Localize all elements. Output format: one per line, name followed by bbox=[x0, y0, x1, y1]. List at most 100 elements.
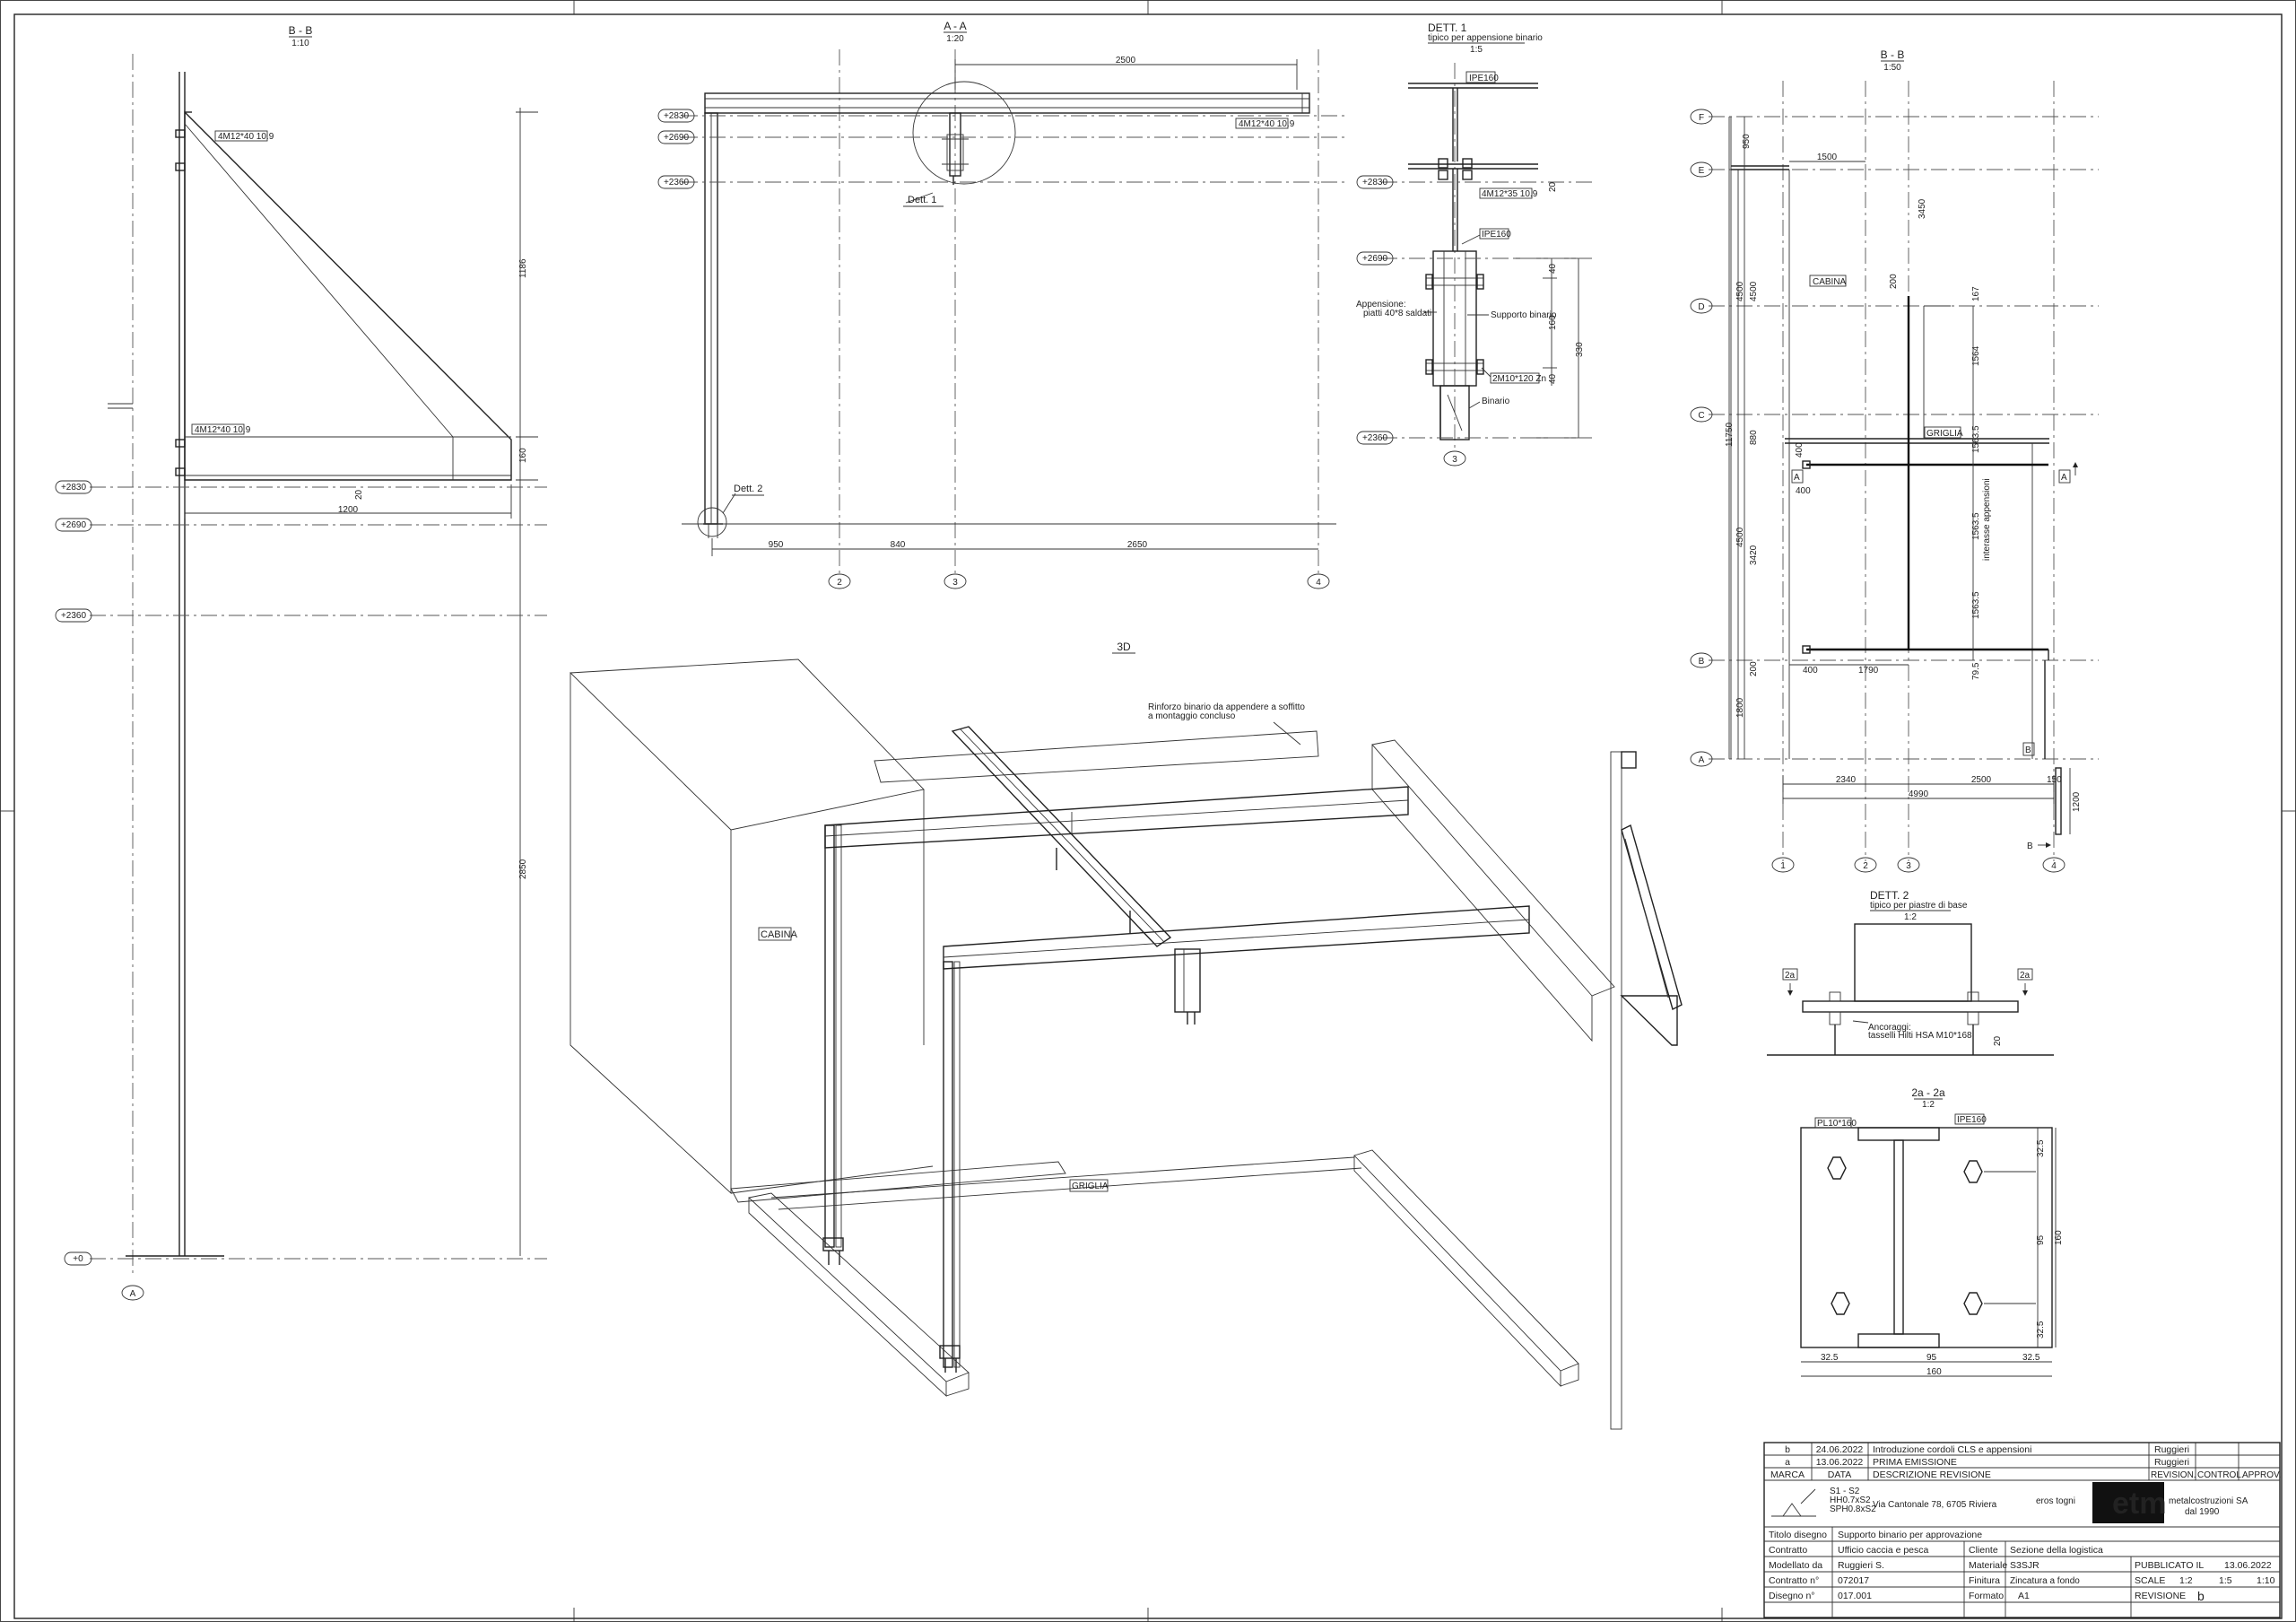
company-since: dal 1990 bbox=[2185, 1507, 2220, 1517]
dim-2500: 2500 bbox=[1971, 775, 1992, 785]
dim-160v: 160 bbox=[2054, 1230, 2064, 1245]
axis-E: E bbox=[1699, 166, 1705, 176]
bolt2-label: 2M10*120 Zn bbox=[1492, 374, 1546, 384]
svg-text:etm: etm bbox=[2112, 1487, 2166, 1521]
axis-1: 1 bbox=[1780, 861, 1786, 871]
bolt-label: 4M12*35 10.9 bbox=[1482, 189, 1538, 199]
level-2360: +2360 bbox=[1362, 433, 1388, 443]
axis-C: C bbox=[1698, 411, 1704, 421]
val-contratto-n: 072017 bbox=[1838, 1575, 1869, 1586]
val-titolo: Supporto binario per approvazione bbox=[1838, 1530, 1982, 1540]
dim-200b: 200 bbox=[1749, 661, 1759, 676]
level-2690: +2690 bbox=[664, 133, 690, 143]
dim-1200: 1200 bbox=[338, 505, 359, 515]
dim-20: 20 bbox=[1993, 1035, 2003, 1046]
anchor-bolts-top bbox=[175, 129, 186, 476]
dim-4500c: 4500 bbox=[1735, 527, 1745, 547]
view-title: DETT. 2 bbox=[1870, 889, 1909, 902]
dim-95v: 95 bbox=[2036, 1234, 2046, 1245]
weld-symbol: S1 - S2 HH0.7xS2 SPH0.8xS2 bbox=[1771, 1487, 1876, 1517]
axis-4: 4 bbox=[1316, 578, 1321, 588]
level-2690: +2690 bbox=[1362, 254, 1388, 264]
dim-1564: 1564 bbox=[1971, 345, 1981, 366]
dim-160: 160 bbox=[518, 448, 528, 463]
val-scale-3: 1:10 bbox=[2257, 1575, 2275, 1586]
dim-32-5c: 32.5 bbox=[1821, 1353, 1839, 1363]
hdr-marca: MARCA bbox=[1770, 1469, 1805, 1480]
view-scale: 1:10 bbox=[291, 39, 309, 48]
rev-by-b: Ruggieri bbox=[2154, 1444, 2189, 1455]
axis-F: F bbox=[1699, 113, 1704, 123]
view-bb-left: B - B 1:10 4M12*40 10.9 4M12*40 10.9 118… bbox=[55, 24, 547, 1301]
val-cliente: Sezione della logistica bbox=[2010, 1545, 2103, 1556]
dim-2500: 2500 bbox=[1116, 56, 1136, 65]
ipe-label: IPE160 bbox=[1957, 1115, 1987, 1125]
hdr-approv: APPROV. bbox=[2242, 1470, 2282, 1480]
dim-400a: 400 bbox=[1795, 442, 1805, 458]
level-2360: +2360 bbox=[61, 611, 87, 621]
lbl-formato: Formato bbox=[1969, 1591, 2004, 1601]
lbl-finitura: Finitura bbox=[1969, 1575, 2000, 1586]
dim-160: 160 bbox=[1548, 315, 1558, 330]
rev-desc-a: PRIMA EMISSIONE bbox=[1873, 1457, 1957, 1468]
section-marker-b-bottom: B bbox=[2027, 842, 2033, 851]
dim-1563c: 1563.5 bbox=[1971, 591, 1981, 619]
bolt-holes bbox=[1827, 1156, 1983, 1315]
level-2830: +2830 bbox=[61, 483, 87, 493]
axis-bubble: A bbox=[130, 1289, 136, 1299]
dim-880: 880 bbox=[1749, 430, 1759, 445]
dim-400b: 400 bbox=[1796, 486, 1811, 496]
level-0: +0 bbox=[73, 1254, 83, 1264]
anchor-label-2: tasselli Hilti HSA M10*168 bbox=[1868, 1031, 1972, 1041]
val-materiale: S3SJR bbox=[2010, 1560, 2039, 1571]
dim-3420: 3420 bbox=[1749, 545, 1759, 565]
lbl-scale: SCALE bbox=[2135, 1575, 2165, 1586]
level-2830: +2830 bbox=[1362, 178, 1388, 187]
dim-950: 950 bbox=[769, 540, 784, 550]
val-revisione: b bbox=[2197, 1589, 2205, 1603]
val-modellato: Ruggieri S. bbox=[1838, 1560, 1884, 1571]
dim-1500: 1500 bbox=[1817, 153, 1838, 162]
lbl-pubblicato: PUBBLICATO IL bbox=[2135, 1560, 2204, 1571]
dim-4500b: 4500 bbox=[1749, 281, 1759, 301]
detail-1: DETT. 1 tipico per appensione binario 1:… bbox=[1356, 22, 1596, 467]
hdr-desc: DESCRIZIONE REVISIONE bbox=[1873, 1469, 1991, 1480]
view-scale: 1:2 bbox=[1922, 1100, 1935, 1110]
hdr-data: DATA bbox=[1828, 1469, 1851, 1480]
dim-40a: 40 bbox=[1548, 263, 1558, 274]
rev-mark-b: b bbox=[1785, 1444, 1790, 1455]
piatti-label: piatti 40*8 saldati bbox=[1363, 309, 1431, 318]
dim-2850: 2850 bbox=[518, 859, 528, 879]
dim-150: 150 bbox=[2047, 775, 2062, 785]
axis-B: B bbox=[1699, 657, 1705, 667]
section-marker-a-left: A bbox=[1794, 473, 1800, 483]
rev-date-a: 13.06.2022 bbox=[1816, 1457, 1864, 1468]
dim-4500a: 4500 bbox=[1735, 281, 1745, 301]
axis-2: 2 bbox=[1863, 861, 1868, 871]
dim-20: 20 bbox=[354, 489, 364, 500]
anchor-label-1: Ancoraggi: bbox=[1868, 1023, 1911, 1033]
view-title: A - A bbox=[944, 20, 966, 32]
cabina-label: CABINA bbox=[1813, 277, 1847, 287]
bolt-label: 4M12*40 10.9 bbox=[1239, 119, 1295, 129]
section-2a-2a: 2a - 2a 1:2 PL10*160 IPE160 32.5 95 160 … bbox=[1800, 1086, 2064, 1377]
hdr-control: CONTROL. bbox=[2197, 1470, 2244, 1480]
rev-mark-a: a bbox=[1785, 1457, 1790, 1468]
val-scale-1: 1:2 bbox=[2179, 1575, 2193, 1586]
axis-A: A bbox=[1699, 755, 1705, 765]
val-finitura: Zincatura a fondo bbox=[2010, 1576, 2080, 1586]
company-address: Via Cantonale 78, 6705 Riviera bbox=[1873, 1500, 1997, 1510]
view-subtitle: tipico per appensione binario bbox=[1428, 33, 1543, 43]
val-disegno: 017.001 bbox=[1838, 1591, 1872, 1601]
ipe-mid-label: IPE160 bbox=[1482, 230, 1511, 240]
view-subtitle: tipico per piastre di base bbox=[1870, 901, 1968, 911]
dim-40b: 40 bbox=[1548, 373, 1558, 384]
level-2830: +2830 bbox=[664, 111, 690, 121]
griglia-label: GRIGLIA bbox=[1072, 1182, 1109, 1191]
dett2-callout: Dett. 2 bbox=[734, 484, 762, 494]
dim-32-5a: 32.5 bbox=[2036, 1139, 2046, 1157]
weld-spec-2: HH0.7xS2 bbox=[1830, 1496, 1871, 1505]
bolt-label-top: 4M12*40 10.9 bbox=[218, 132, 274, 142]
